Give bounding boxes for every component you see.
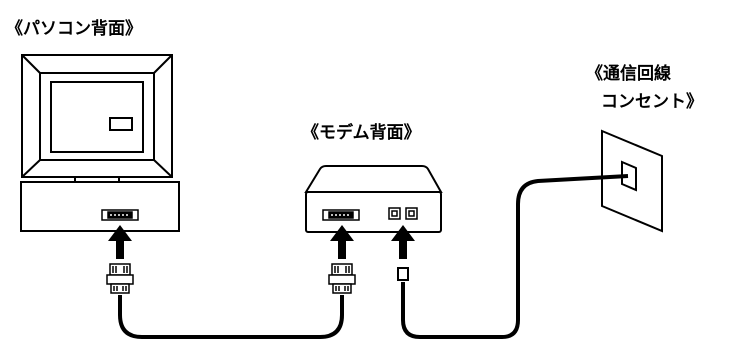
modem-rear-view <box>304 165 443 233</box>
wall-outlet <box>601 129 663 233</box>
outlet-label-line1: 《通信回線 <box>586 63 671 84</box>
phone-line-cable <box>401 174 629 339</box>
arrow-to-modem-serial-port <box>330 225 354 259</box>
pc-back-label: 《パソコン背面》 <box>6 18 142 39</box>
modem-back-label: 《モデム背面》 <box>302 122 421 143</box>
monitor-bevel-tl <box>21 54 41 74</box>
arrow-to-pc-port <box>108 225 132 259</box>
modem-top <box>304 165 443 193</box>
modem-line-jacks <box>388 207 418 220</box>
arrows <box>108 225 415 259</box>
monitor-vent <box>109 117 133 131</box>
pc-rear-view <box>20 54 180 232</box>
arrow-to-modem-line-jack <box>391 225 415 259</box>
pc-serial-port <box>101 209 139 221</box>
monitor-bevel-tr <box>153 54 173 74</box>
monitor-bevel-br <box>153 159 173 178</box>
pc-base-unit <box>20 181 180 232</box>
modem-serial-plug <box>328 263 356 294</box>
monitor-bevel-bl <box>21 159 41 178</box>
modem-serial-port <box>322 209 360 221</box>
outlet-label-line2: コンセント》 <box>601 91 703 112</box>
cables <box>118 174 629 339</box>
phone-line-plug <box>397 267 409 281</box>
pc-serial-plug <box>106 263 134 294</box>
serial-cable <box>118 295 344 339</box>
